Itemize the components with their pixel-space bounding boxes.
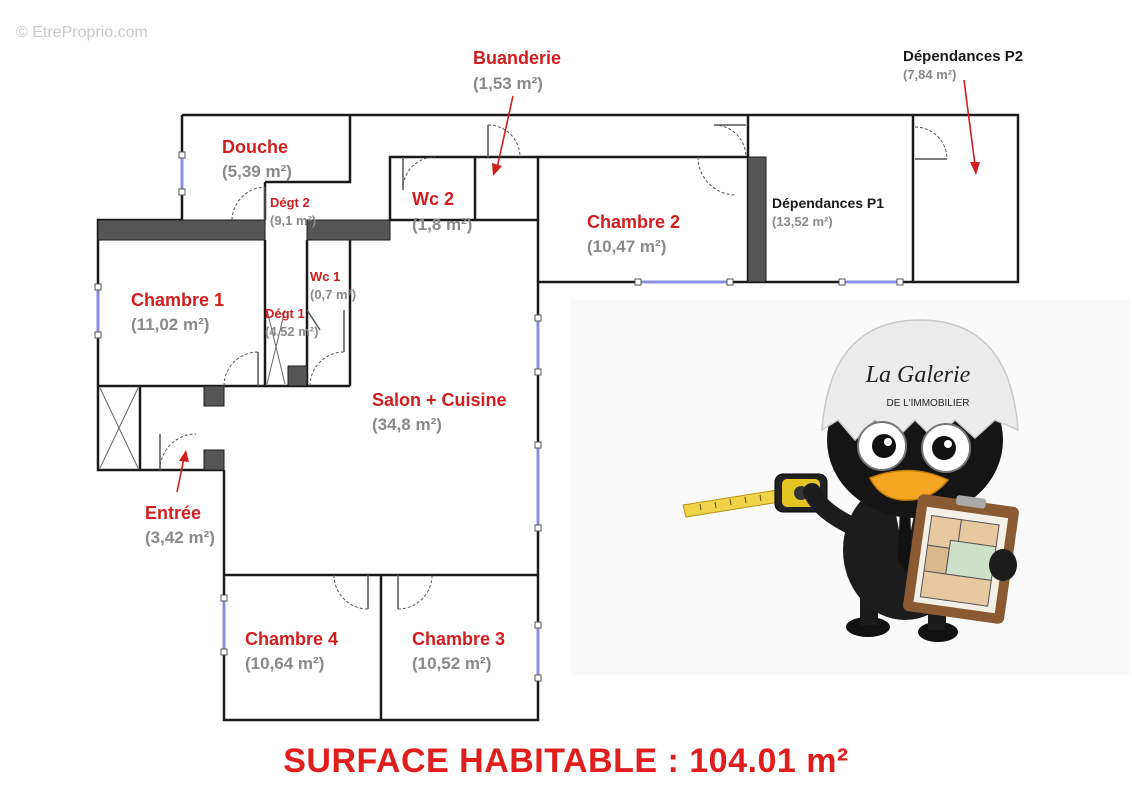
structural-walls	[97, 156, 767, 471]
room-name-chambre2: Chambre 2	[587, 212, 680, 232]
room-name-chambre4: Chambre 4	[245, 629, 338, 649]
duct-shafts	[99, 309, 286, 469]
room-area-dependances-p1: (13,52 m²)	[772, 214, 833, 229]
room-name-entree: Entrée	[145, 503, 201, 523]
room-name-dependances-p1: Dépendances P1	[772, 195, 884, 211]
logo-line1: La Galerie	[865, 362, 971, 388]
logo-line2: DE L'IMMOBILIER	[886, 398, 969, 409]
room-name-dependances-p2: Dépendances P2	[903, 48, 1023, 65]
room-name-salon: Salon + Cuisine	[372, 390, 507, 410]
room-name-chambre3: Chambre 3	[412, 629, 505, 649]
room-area-entree: (3,42 m²)	[145, 528, 215, 547]
label-arrows	[176, 79, 980, 493]
room-area-degt2: (9,1 m²)	[270, 213, 316, 228]
room-area-chambre2: (10,47 m²)	[587, 237, 666, 256]
doors	[159, 124, 948, 610]
room-area-buanderie: (1,53 m²)	[473, 74, 543, 93]
room-area-salon: (34,8 m²)	[372, 415, 442, 434]
room-name-wc1: Wc 1	[310, 269, 340, 284]
windows	[94, 151, 904, 682]
room-area-chambre4: (10,64 m²)	[245, 654, 324, 673]
room-name-buanderie: Buanderie	[473, 48, 561, 68]
room-area-chambre1: (11,02 m²)	[131, 315, 209, 334]
room-area-degt1: (4,52 m²)	[265, 324, 318, 339]
room-name-degt1: Dégt 1	[265, 306, 305, 321]
mascot-illustration: La Galerie DE L'IMMOBILIER	[570, 300, 1130, 675]
surface-total: SURFACE HABITABLE : 104.01 m²	[283, 742, 849, 780]
watermark: © EtreProprio.com	[16, 24, 148, 41]
room-labels: Buanderie (1,53 m²) Dépendances P2 (7,84…	[131, 48, 1023, 673]
room-name-chambre1: Chambre 1	[131, 290, 224, 310]
room-area-wc1: (0,7 m²)	[310, 287, 356, 302]
room-name-wc2: Wc 2	[412, 189, 454, 209]
room-area-douche: (5,39 m²)	[222, 162, 292, 181]
room-area-dependances-p2: (7,84 m²)	[903, 67, 956, 82]
room-area-chambre3: (10,52 m²)	[412, 654, 491, 673]
room-name-degt2: Dégt 2	[270, 195, 310, 210]
room-area-wc2: (1,8 m²)	[412, 215, 472, 234]
room-name-douche: Douche	[222, 137, 288, 157]
